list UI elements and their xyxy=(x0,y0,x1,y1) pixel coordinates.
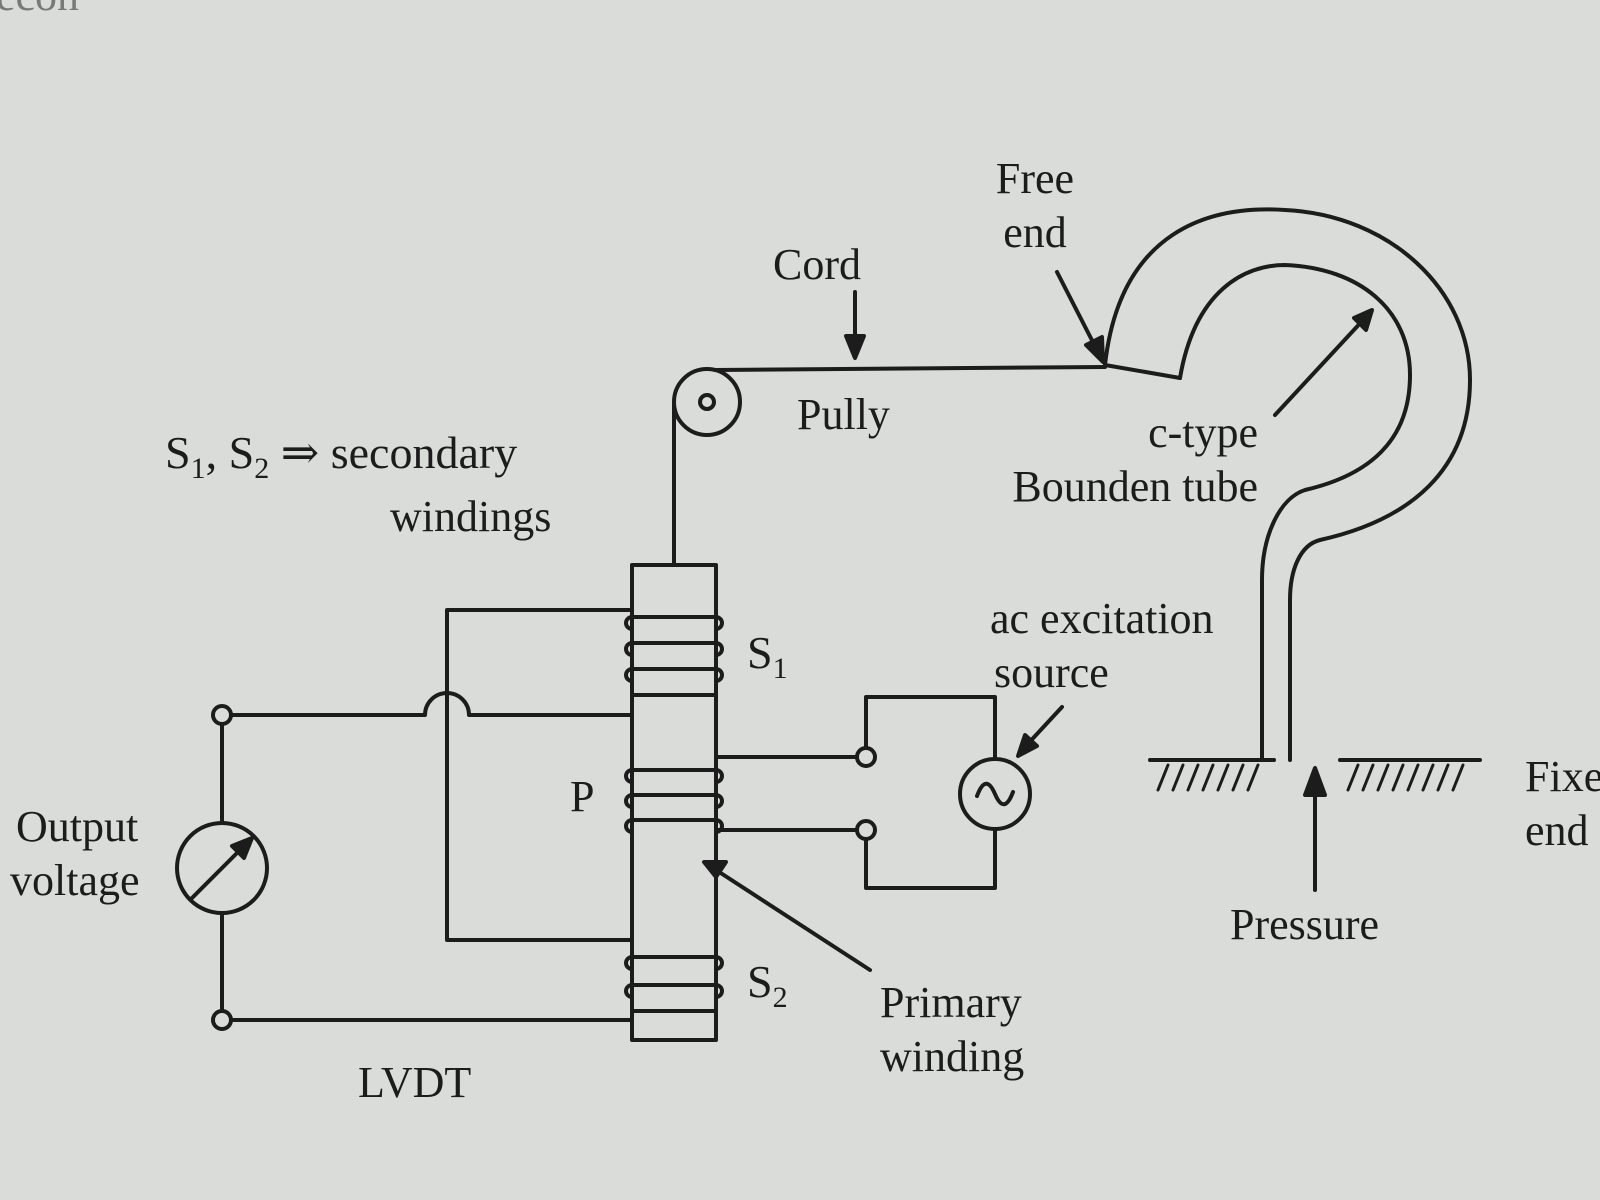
fixed-end-label: Fixe end xyxy=(1525,752,1600,855)
bourdon-tube-label: c-type Bounden tube xyxy=(1012,408,1258,511)
free-end-label: Free end xyxy=(995,154,1075,257)
bourdon-tube-outer xyxy=(1103,207,1472,762)
legend-windings: windings xyxy=(390,492,552,541)
cord-line xyxy=(713,365,1107,372)
primary-winding-label: Primary winding xyxy=(880,978,1025,1081)
primary-coil xyxy=(624,768,724,834)
terminal-top xyxy=(211,704,233,726)
output-voltage-label: Output voltage xyxy=(10,802,140,905)
output-top-wire xyxy=(220,691,634,717)
terminal-bottom xyxy=(211,1009,233,1031)
fixed-ground xyxy=(1148,758,1482,792)
pulley-label: Pully xyxy=(797,390,890,439)
s1-label: S1 xyxy=(747,627,788,686)
primary-p-label: P xyxy=(570,772,595,821)
lvdt-former xyxy=(630,563,718,1042)
excitation-terminal-top xyxy=(855,746,877,768)
lvdt-label: LVDT xyxy=(358,1058,472,1107)
s1-coil xyxy=(624,615,724,697)
tube-free-end xyxy=(1103,363,1182,380)
s2-label: S2 xyxy=(747,956,788,1015)
free-end-arrow xyxy=(1055,270,1100,354)
bourdon-tube-inner xyxy=(1178,263,1412,762)
primary-arrow xyxy=(711,866,872,972)
corner-text: econ xyxy=(0,0,79,21)
cord-label: Cord xyxy=(773,240,861,289)
pressure-arrowhead xyxy=(1303,766,1327,797)
tube-arrow xyxy=(1273,316,1367,417)
excitation-terminal-bottom xyxy=(855,819,877,841)
s2-coil xyxy=(624,955,724,1013)
legend-symbols: S1, S2 ⇒ secondary xyxy=(165,427,518,486)
pulley-axle xyxy=(698,393,716,411)
pulley-wheel xyxy=(672,367,742,437)
ac-source-label: ac excitation source xyxy=(990,594,1214,697)
pressure-label: Pressure xyxy=(1230,900,1380,949)
voltmeter-icon xyxy=(175,821,269,915)
s1-s2-link xyxy=(445,608,634,942)
sine-wave-icon xyxy=(958,757,1032,831)
